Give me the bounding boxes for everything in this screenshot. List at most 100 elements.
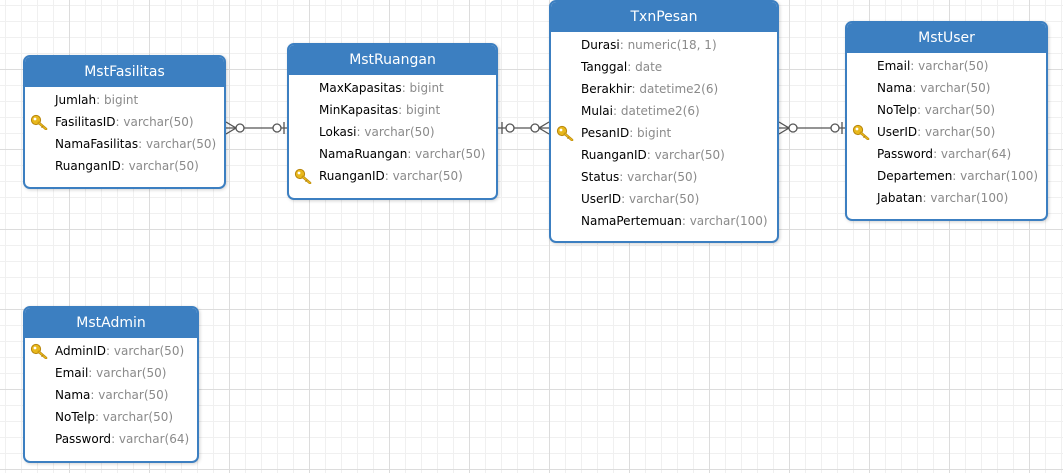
attribute-name: Password <box>55 432 112 446</box>
attribute-type: : bigint <box>96 93 139 107</box>
attribute-type: : bigint <box>401 81 444 95</box>
attribute-list: AdminID: varchar(50)Email: varchar(50)Na… <box>25 338 197 450</box>
attribute-type: : varchar(50) <box>90 388 169 402</box>
attribute-row[interactable]: Nama: varchar(50) <box>847 77 1046 99</box>
attribute-name: RuanganID <box>581 148 647 162</box>
attribute-type: : varchar(50) <box>120 159 199 173</box>
attribute-row[interactable]: AdminID: varchar(50) <box>25 340 197 362</box>
attribute-row[interactable]: Jabatan: varchar(100) <box>847 187 1046 209</box>
attribute-row[interactable]: MinKapasitas: bigint <box>289 99 496 121</box>
attribute-row[interactable]: Password: varchar(64) <box>847 143 1046 165</box>
attribute-type: : varchar(50) <box>621 192 700 206</box>
attribute-row[interactable]: NoTelp: varchar(50) <box>847 99 1046 121</box>
attribute-row[interactable]: Password: varchar(64) <box>25 428 197 450</box>
attribute-row[interactable]: Status: varchar(50) <box>551 166 777 188</box>
attribute-type: : varchar(50) <box>88 366 167 380</box>
attribute-row[interactable]: NamaRuangan: varchar(50) <box>289 143 496 165</box>
attribute-list: Email: varchar(50)Nama: varchar(50)NoTel… <box>847 53 1046 209</box>
attribute-type: : varchar(50) <box>619 170 698 184</box>
attribute-type: : varchar(50) <box>910 59 989 73</box>
attribute-name: Password <box>877 147 934 161</box>
zero-marker <box>830 123 840 133</box>
attribute-type: : varchar(64) <box>111 432 190 446</box>
attribute-name: Email <box>877 59 911 73</box>
entity-mstuser[interactable]: MstUser Email: varchar(50)Nama: varchar(… <box>845 21 1048 221</box>
attribute-name: NamaRuangan <box>319 147 408 161</box>
attribute-type: : numeric(18, 1) <box>619 38 717 52</box>
attribute-type: : varchar(100) <box>952 169 1039 183</box>
attribute-name: Status <box>581 170 620 184</box>
attribute-row[interactable]: UserID: varchar(50) <box>847 121 1046 143</box>
key-icon <box>852 124 870 141</box>
attribute-row[interactable]: MaxKapasitas: bigint <box>289 77 496 99</box>
attribute-name: MaxKapasitas <box>319 81 402 95</box>
key-icon <box>30 343 48 360</box>
attribute-type: : varchar(50) <box>384 169 463 183</box>
attribute-name: Tanggal <box>581 60 628 74</box>
attribute-row[interactable]: NoTelp: varchar(50) <box>25 406 197 428</box>
attribute-row[interactable]: RuanganID: varchar(50) <box>289 165 496 187</box>
attribute-row[interactable]: RuanganID: varchar(50) <box>25 155 224 177</box>
attribute-name: RuanganID <box>319 169 385 183</box>
attribute-row[interactable]: RuanganID: varchar(50) <box>551 144 777 166</box>
attribute-name: RuanganID <box>55 159 121 173</box>
attribute-type: : datetime2(6) <box>612 104 700 118</box>
attribute-type: : varchar(50) <box>916 103 996 117</box>
attribute-name: NoTelp <box>55 410 95 424</box>
attribute-type: : varchar(50) <box>115 115 194 129</box>
attribute-row[interactable]: Departemen: varchar(100) <box>847 165 1046 187</box>
attribute-name: Departemen <box>877 169 953 183</box>
attribute-type: : varchar(50) <box>94 410 174 424</box>
attribute-row[interactable]: Durasi: numeric(18, 1) <box>551 34 777 56</box>
attribute-name: Durasi <box>581 38 620 52</box>
attribute-row[interactable]: Email: varchar(50) <box>25 362 197 384</box>
attribute-row[interactable]: Mulai: datetime2(6) <box>551 100 777 122</box>
zero-marker <box>788 123 798 133</box>
attribute-type: : varchar(50) <box>407 147 486 161</box>
key-icon <box>556 125 574 142</box>
attribute-type: : date <box>627 60 663 74</box>
entity-txnpesan[interactable]: TxnPesan Durasi: numeric(18, 1)Tanggal: … <box>549 0 779 243</box>
attribute-type: : datetime2(6) <box>631 82 719 96</box>
attribute-row[interactable]: Email: varchar(50) <box>847 55 1046 77</box>
entity-title: TxnPesan <box>551 2 777 32</box>
attribute-type: : varchar(64) <box>933 147 1012 161</box>
attribute-name: PesanID <box>581 126 630 140</box>
entity-title: MstUser <box>847 23 1046 53</box>
attribute-row[interactable]: Lokasi: varchar(50) <box>289 121 496 143</box>
attribute-name: Berakhir <box>581 82 632 96</box>
zero-marker <box>530 123 540 133</box>
attribute-type: : varchar(50) <box>646 148 725 162</box>
attribute-row[interactable]: Tanggal: date <box>551 56 777 78</box>
attribute-row[interactable]: PesanID: bigint <box>551 122 777 144</box>
zero-marker <box>505 123 515 133</box>
attribute-name: UserID <box>877 125 918 139</box>
attribute-name: Jumlah <box>55 93 97 107</box>
attribute-row[interactable]: UserID: varchar(50) <box>551 188 777 210</box>
attribute-type: : varchar(50) <box>138 137 217 151</box>
attribute-row[interactable]: Nama: varchar(50) <box>25 384 197 406</box>
attribute-row[interactable]: FasilitasID: varchar(50) <box>25 111 224 133</box>
attribute-type: : bigint <box>398 103 441 117</box>
attribute-name: NamaPertemuan <box>581 214 682 228</box>
attribute-type: : varchar(100) <box>681 214 768 228</box>
attribute-type: : varchar(100) <box>922 191 1009 205</box>
attribute-row[interactable]: Jumlah: bigint <box>25 89 224 111</box>
attribute-name: AdminID <box>55 344 107 358</box>
attribute-row[interactable]: Berakhir: datetime2(6) <box>551 78 777 100</box>
attribute-name: UserID <box>581 192 622 206</box>
entity-mstadmin[interactable]: MstAdmin AdminID: varchar(50)Email: varc… <box>23 306 199 463</box>
attribute-name: FasilitasID <box>55 115 116 129</box>
key-icon <box>30 114 48 131</box>
zero-marker <box>235 123 245 133</box>
attribute-row[interactable]: NamaFasilitas: varchar(50) <box>25 133 224 155</box>
attribute-name: NamaFasilitas <box>55 137 139 151</box>
attribute-name: NoTelp <box>877 103 917 117</box>
attribute-name: MinKapasitas <box>319 103 399 117</box>
attribute-row[interactable]: NamaPertemuan: varchar(100) <box>551 210 777 232</box>
